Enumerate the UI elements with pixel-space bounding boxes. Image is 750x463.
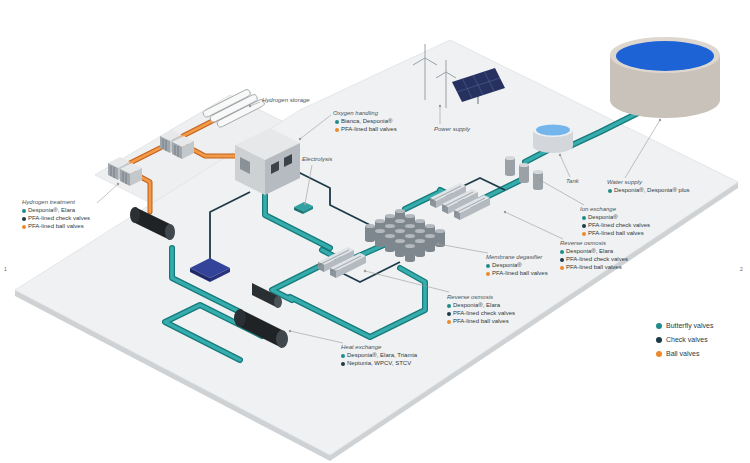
callout-heading: Membrane degasifier — [486, 254, 542, 261]
valve-item: PFA-lined ball valves — [28, 223, 84, 230]
valve-item: PFA-lined ball valves — [341, 126, 397, 133]
callout-heading: Hydrogen treatment — [22, 199, 75, 206]
valve-item: Desponia® — [588, 214, 618, 221]
floor-slab — [15, 40, 738, 455]
heat-exchangers — [234, 283, 288, 348]
bullet-dot — [22, 225, 26, 229]
bullet-dot — [22, 217, 26, 221]
bullet-dot — [486, 272, 490, 276]
legend-swatch — [656, 351, 662, 357]
page-number: 1 — [4, 266, 7, 273]
callout-heading: Ion exchange — [580, 206, 616, 213]
solar-panel — [452, 68, 505, 104]
bullet-dot — [582, 232, 586, 236]
bullet-dot — [486, 264, 490, 268]
legend-text: Ball valves — [666, 350, 699, 358]
bullet-dot — [341, 354, 345, 358]
bullet-dot — [447, 312, 451, 316]
wind-turbines — [413, 44, 456, 108]
valve-item: Neptunia, WPCV, STCV — [347, 360, 411, 367]
water-reservoir — [610, 37, 720, 118]
orange-pipes — [128, 113, 236, 212]
page-number: 2 — [740, 266, 743, 273]
bullet-dot — [447, 304, 451, 308]
water-tank — [533, 123, 573, 153]
callout-heading: Reverse osmosis — [447, 294, 493, 301]
valve-item: Desponia®, Elara — [28, 207, 75, 214]
valve-item: PFA-lined check valves — [566, 256, 628, 263]
bullet-dot — [341, 362, 345, 366]
car — [294, 202, 313, 214]
treatment-units — [108, 130, 194, 186]
reverse-osmosis-upper — [430, 183, 490, 220]
bullet-dot — [560, 258, 564, 262]
callout-heading: Oxygen handling — [333, 110, 378, 117]
valve-item: Desponia® — [492, 262, 522, 269]
hydrogen-storage-tanks — [202, 88, 266, 128]
ion-exchange-vessels — [505, 156, 543, 190]
legend-swatch — [656, 337, 662, 343]
valve-item: PFA-lined check valves — [588, 222, 650, 229]
bullet-dot — [608, 189, 612, 193]
membrane-degasifier — [365, 209, 445, 262]
callout-heading: Heat exchange — [341, 344, 381, 351]
bullet-dot — [560, 266, 564, 270]
bullet-dot — [447, 320, 451, 324]
bullet-dot — [335, 120, 339, 124]
valve-item: PFA-lined ball valves — [566, 264, 622, 271]
valve-item: Desponia®, Elara, Triamia — [347, 352, 417, 359]
callout-heading: Reverse osmosis — [560, 240, 606, 247]
valve-item: Desponia®, Elara — [566, 248, 613, 255]
legend-text: Butterfly valves — [666, 322, 713, 330]
legend-swatch — [656, 323, 662, 329]
callout-heading: Water supply — [607, 179, 642, 186]
valve-item: PFA-lined ball valves — [492, 270, 548, 277]
bullet-dot — [582, 224, 586, 228]
callout-heading: Hydrogen storage — [262, 97, 310, 104]
callout-heading: Power supply — [434, 126, 470, 133]
callout-heading: Tank — [566, 178, 579, 185]
leader-dots — [117, 105, 661, 332]
leader-lines — [97, 102, 660, 343]
electrolysis-building — [235, 128, 300, 195]
bullet-dot — [582, 216, 586, 220]
callout-heading: Electrolysis — [302, 156, 332, 163]
valve-item: Bianca, Desponia® — [341, 118, 392, 125]
valve-item: PFA-lined ball valves — [588, 230, 644, 237]
bullet-dot — [22, 209, 26, 213]
valve-item: PFA-lined ball valves — [453, 318, 509, 325]
blue-panel — [190, 258, 230, 282]
valve-item: Desponia®, Elara — [453, 302, 500, 309]
treatment-cylinder — [130, 207, 175, 240]
valve-item: Desponia®, Desponia® plus — [614, 187, 690, 194]
bullet-dot — [335, 128, 339, 132]
teal-pipes — [165, 112, 640, 360]
valve-item: PFA-lined check valves — [28, 215, 90, 222]
legend-text: Check valves — [666, 336, 708, 344]
bullet-dot — [560, 250, 564, 254]
reverse-osmosis-lower — [318, 247, 366, 278]
valve-item: PFA-lined check valves — [453, 310, 515, 317]
